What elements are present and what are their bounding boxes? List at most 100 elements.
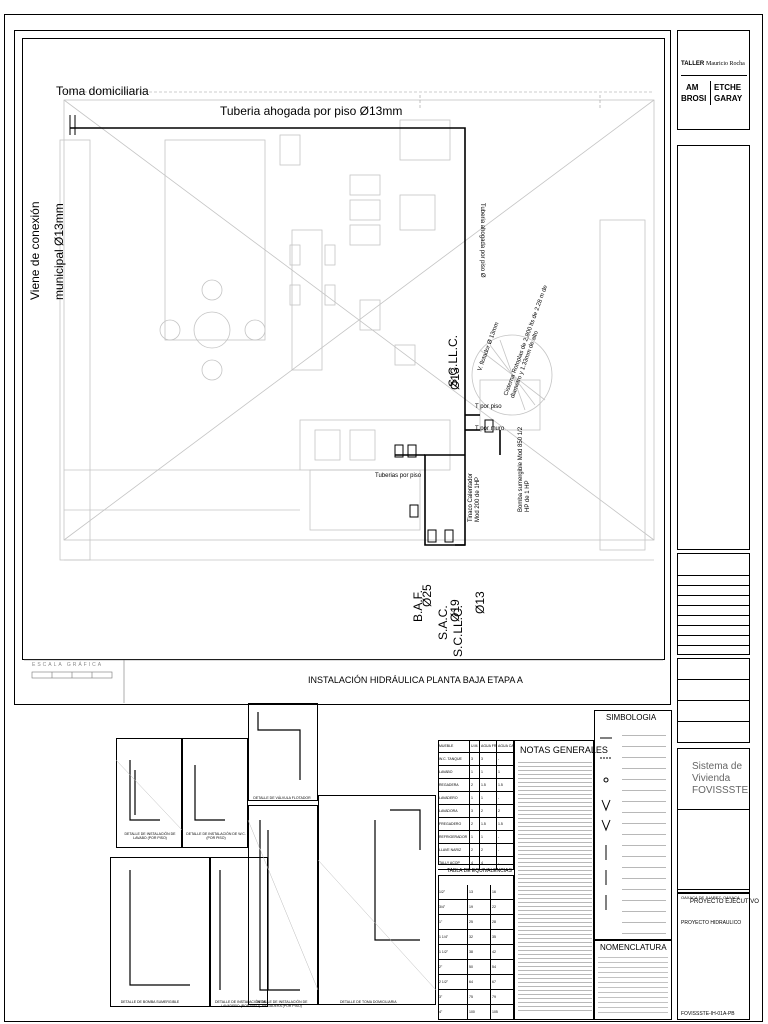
am-label: AM bbox=[686, 83, 699, 92]
logo-divider bbox=[681, 75, 747, 76]
title-block-sheet: PROYECTO EJECUTIVO PROYECTO HIDRAULICO F… bbox=[677, 893, 759, 1020]
t-por-muro: T por muro bbox=[475, 426, 505, 432]
table-cell: 3 bbox=[470, 805, 480, 817]
table-cell: 2 bbox=[470, 779, 480, 791]
table-cell: 32 bbox=[468, 930, 491, 944]
table-cell: W.C. TANQUE bbox=[438, 753, 470, 765]
toma-label: Toma domiciliaria bbox=[56, 84, 149, 98]
table-cell: 50 bbox=[468, 960, 491, 974]
proyecto-label: PROYECTO EJECUTIVO bbox=[690, 899, 759, 905]
table-cell: REGADERA bbox=[438, 779, 470, 791]
table-cell: 25 bbox=[468, 915, 491, 929]
table-cell: LLAVE NARIZ bbox=[438, 844, 470, 856]
table-cell: 19 bbox=[468, 900, 491, 914]
table-cell: TALLY ACOP bbox=[438, 857, 470, 869]
tuberias-por-piso: Tuberias por piso bbox=[375, 473, 422, 479]
plan-title: INSTALACIÓN HIDRÁULICA PLANTA BAJA ETAPA… bbox=[308, 675, 523, 685]
table-cell: U.M. bbox=[470, 740, 480, 752]
table-cell: AGUA CALIENTE bbox=[497, 740, 514, 752]
table-cell: 1.5 bbox=[480, 779, 497, 791]
table-cell: 2 bbox=[480, 805, 497, 817]
brosi-label: BROSI bbox=[681, 94, 707, 103]
table-cell: 2 1/2" bbox=[438, 975, 468, 989]
table-cell: 4 bbox=[480, 857, 497, 869]
table-cell: 1/2" bbox=[438, 885, 468, 899]
table-cell: 67 bbox=[491, 975, 514, 989]
taller-label: TALLER bbox=[681, 61, 705, 67]
table-cell: 1.5 bbox=[497, 818, 514, 830]
garay-label: GARAY bbox=[714, 94, 743, 103]
detail-lavadero-title: DETALLE DE INSTALACIÓN DE LAVADERO (POR … bbox=[214, 1000, 267, 1008]
table-cell: 28 bbox=[491, 915, 514, 929]
etche-label: ETCHE bbox=[714, 83, 742, 92]
table-cell: 1.5 bbox=[497, 779, 514, 791]
notas-panel bbox=[514, 740, 594, 1020]
table-cell: - bbox=[497, 792, 514, 804]
table-cell: 79 bbox=[491, 990, 514, 1004]
table-cell: REFRIGERADOR bbox=[438, 831, 470, 843]
sistema-line-3: FOVISSSTE bbox=[692, 785, 749, 796]
nomenclatura-lines bbox=[598, 957, 668, 1015]
proyecto-sub: PROYECTO HIDRAULICO bbox=[681, 920, 742, 926]
title-block-revisions bbox=[677, 553, 750, 655]
table-cell: 35 bbox=[491, 930, 514, 944]
table-cell: 1 bbox=[480, 831, 497, 843]
table-cell: 1" bbox=[438, 915, 468, 929]
logo-vertical-divider bbox=[710, 81, 711, 105]
table-cell: 3/4" bbox=[438, 900, 468, 914]
table-cell: LAVABO bbox=[438, 766, 470, 778]
detail-lavabo-title: DETALLE DE INSTALACIÓN DE LAVABO (POR PI… bbox=[124, 832, 176, 840]
sheet-border bbox=[4, 14, 763, 1022]
t-por-piso: T por piso bbox=[475, 404, 502, 410]
simbologia-title: SIMBOLOGIA bbox=[606, 713, 657, 722]
plan-frame bbox=[14, 30, 671, 705]
table-cell: 2 bbox=[470, 818, 480, 830]
table-cell: - bbox=[497, 857, 514, 869]
detail-regadera-title: DETALLE DE INSTALACIÓN DE REGADERA (POR … bbox=[256, 1000, 308, 1008]
table-cell: LAVADERO bbox=[438, 792, 470, 804]
table-cell: 1 bbox=[470, 792, 480, 804]
table-cell: 1 1/4" bbox=[438, 930, 468, 944]
table-cell: 2 bbox=[480, 844, 497, 856]
tuberia-label: Tuberia ahogada por piso Ø13mm bbox=[220, 104, 403, 118]
table-cell: 3" bbox=[438, 990, 468, 1004]
detail-toma bbox=[318, 795, 436, 1005]
detail-bomba-title: DETALLE DE BOMBA SUMERGIBLE bbox=[120, 1000, 180, 1004]
detail-lavabo bbox=[116, 738, 182, 848]
title-block-notes bbox=[677, 145, 750, 550]
project-divider-2 bbox=[678, 889, 749, 890]
table-cell: 4 bbox=[470, 857, 480, 869]
detail-toma-title: DETALLE DE TOMA DOMICILIARIA bbox=[340, 1000, 397, 1004]
table-cell: 2 bbox=[470, 844, 480, 856]
plan-inner-frame bbox=[22, 38, 665, 660]
fields-lines bbox=[678, 659, 749, 742]
table-cell: 4" bbox=[438, 1005, 468, 1019]
table-cell: 38 bbox=[468, 945, 491, 959]
table-cell: 2 bbox=[497, 805, 514, 817]
revisions-grid bbox=[678, 566, 749, 654]
location-label: OAXACA DE JUAREZ, OAXACA bbox=[681, 895, 740, 900]
notas-text-lines bbox=[518, 762, 592, 1012]
table-cell: 1 bbox=[470, 831, 480, 843]
table-cell: 1.5 bbox=[480, 818, 497, 830]
table-cell: MUEBLE bbox=[438, 740, 470, 752]
table-cell: 1 bbox=[470, 766, 480, 778]
detail-flotador-title: DETALLE DE VÁLVULA FLOTADOR bbox=[253, 796, 311, 800]
